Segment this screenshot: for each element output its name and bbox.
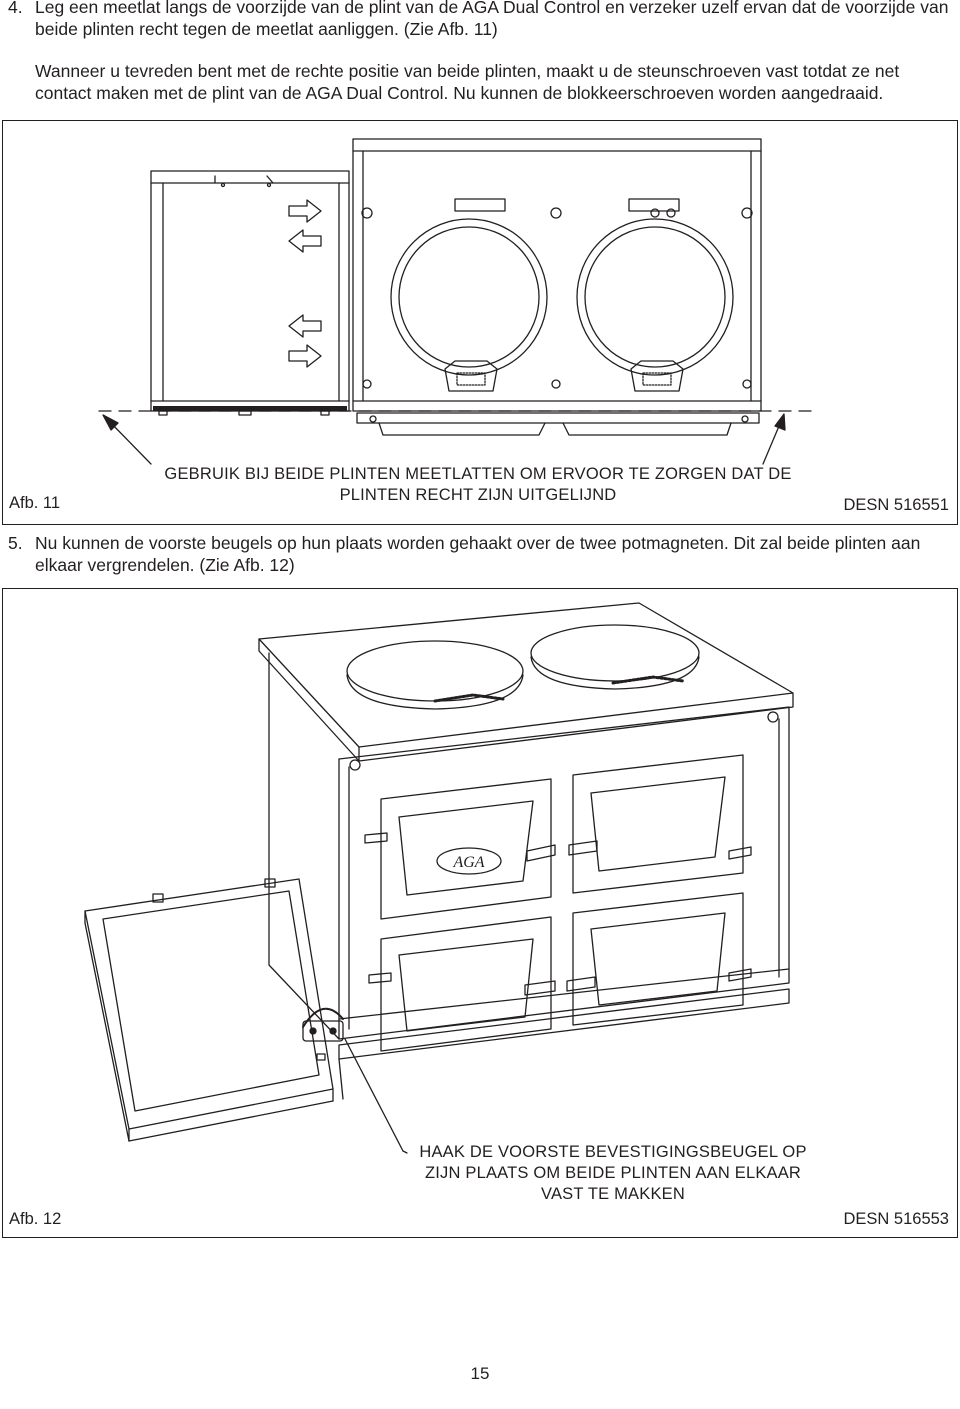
- figure-11-caption-line-1: GEBRUIK BIJ BEIDE PLINTEN MEETLATTEN OM …: [164, 465, 792, 483]
- figure-12-label: Afb. 12: [9, 1210, 62, 1228]
- step-5-text: Nu kunnen de voorste beugels op hun plaa…: [35, 533, 921, 575]
- figure-12-drawing: AGA: [84, 602, 794, 1154]
- step-4: 4. Leg een meetlat langs de voorzijde va…: [8, 0, 953, 40]
- figure-11-caption: GEBRUIK BIJ BEIDE PLINTEN MEETLATTEN OM …: [133, 464, 823, 506]
- figure-12-caption-line-3: VAST TE MAKKEN: [540, 1185, 685, 1203]
- figure-12-caption: HAAK DE VOORSTE BEVESTIGINGSBEUGEL OP ZI…: [403, 1142, 823, 1205]
- figure-11-caption-line-2: PLINTEN RECHT ZIJN UITGELIJND: [339, 486, 617, 504]
- step-4-continued: Wanneer u tevreden bent met de rechte po…: [8, 60, 953, 104]
- step-5: 5. Nu kunnen de voorste beugels op hun p…: [8, 532, 953, 576]
- left-plinth-frame: [84, 878, 790, 1154]
- figure-12-reference: DESN 516553: [843, 1210, 950, 1228]
- step-4-continued-text: Wanneer u tevreden bent met de rechte po…: [35, 61, 900, 103]
- left-plinth: [150, 170, 350, 416]
- step-4-number: 4.: [8, 0, 23, 17]
- figure-11-drawing: [98, 138, 816, 465]
- figure-11: Afb. 11 GEBRUIK BIJ BEIDE PLINTEN MEETLA…: [2, 120, 958, 525]
- figure-11-label: Afb. 11: [9, 494, 61, 512]
- figure-12-caption-line-2: ZIJN PLAATS OM BEIDE PLINTEN AAN ELKAAR: [424, 1164, 802, 1182]
- figure-12-caption-line-1: HAAK DE VOORSTE BEVESTIGINGSBEUGEL OP: [419, 1143, 807, 1161]
- figure-11-reference: DESN 516551: [843, 496, 950, 514]
- aga-logo: AGA: [452, 854, 484, 871]
- cooker-isometric: AGA: [258, 602, 794, 1052]
- cooker-top: [352, 138, 762, 436]
- page-number: 15: [470, 1364, 490, 1383]
- step-4-text: Leg een meetlat langs de voorzijde van d…: [35, 0, 949, 39]
- figure-12: AGA: [2, 588, 958, 1238]
- step-5-number: 5.: [8, 533, 23, 553]
